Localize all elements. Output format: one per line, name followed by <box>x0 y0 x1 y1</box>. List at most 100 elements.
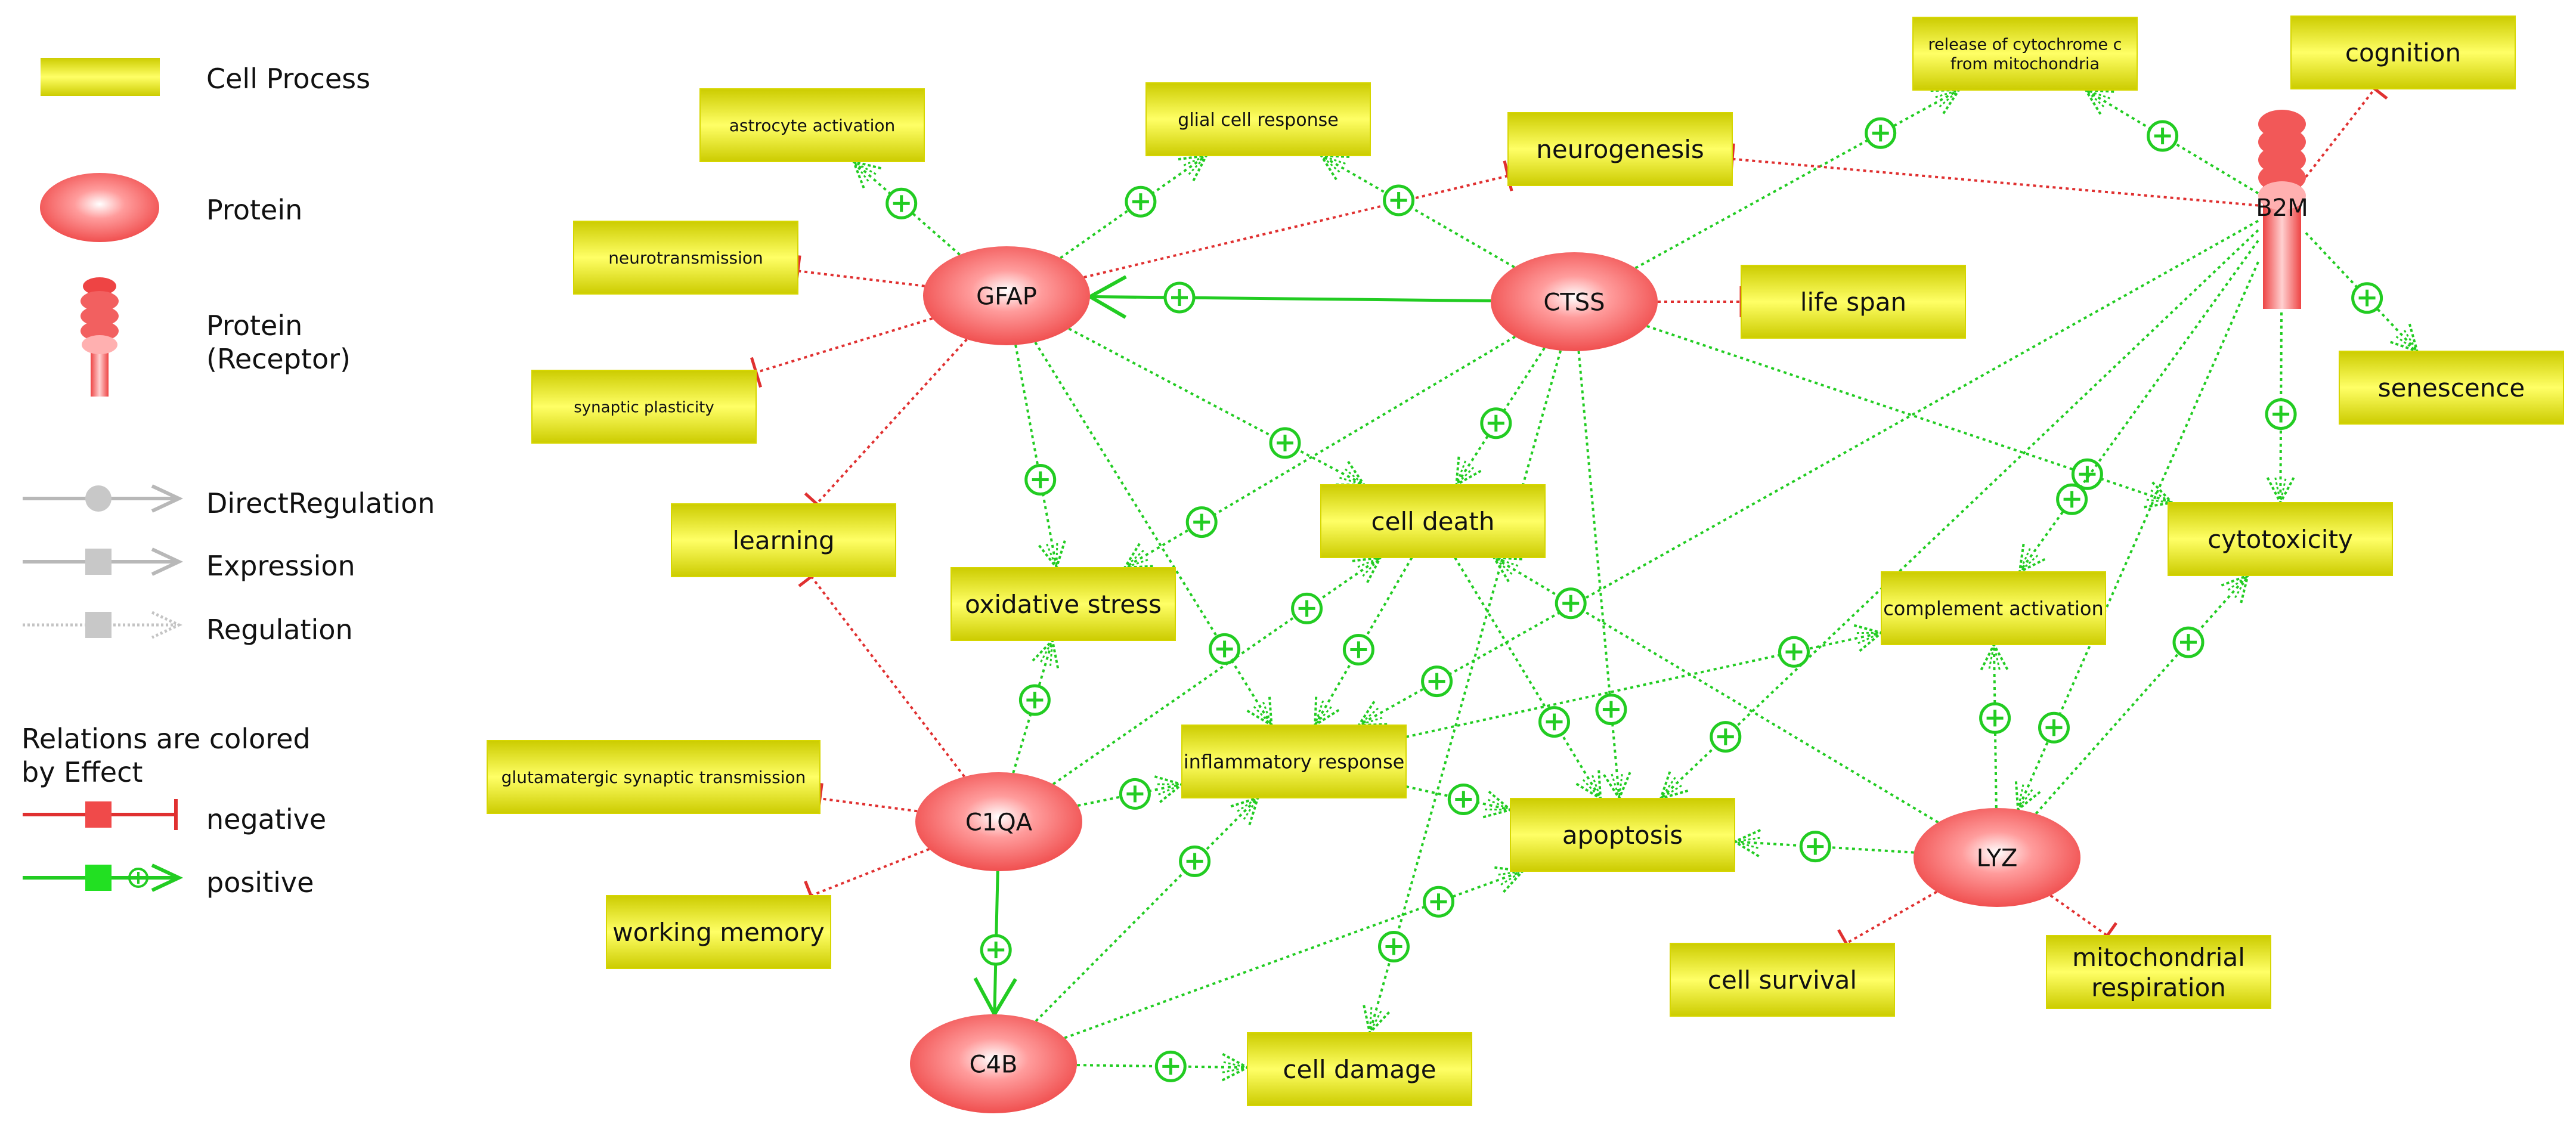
relation-CTSS-cytotox <box>1646 325 2175 509</box>
positive-effect-icon <box>1018 684 1051 716</box>
relation-inflam-complement <box>1405 624 1884 738</box>
cell-process-cellsurv: cell survival <box>1670 943 1895 1017</box>
legend-positive-symbol <box>23 863 184 892</box>
cell-process-neurogenesis: neurogenesis <box>1507 112 1733 186</box>
positive-effect-icon <box>1024 464 1057 496</box>
legend-protein-label: Protein <box>206 194 302 226</box>
cell-process-neurotrans: neurotransmission <box>573 221 798 295</box>
legend-colored-by-line1: Relations are colored <box>21 723 311 755</box>
positive-effect-icon <box>980 934 1012 966</box>
legend-direct-regulation-symbol <box>23 484 184 513</box>
cell-process-senescence: senescence <box>2339 351 2564 425</box>
relation-B2M-senescence <box>2305 232 2419 354</box>
node-label: B2M <box>2256 194 2308 222</box>
node-label: cell survival <box>1708 965 1857 995</box>
relation-B2M-release <box>2083 88 2259 194</box>
relation-LYZ-apoptosis <box>1732 829 1914 863</box>
protein-GFAP: GFAP <box>923 246 1090 345</box>
node-label: glial cell response <box>1178 110 1338 131</box>
positive-effect-icon <box>2038 711 2070 744</box>
node-label: apoptosis <box>1562 821 1683 850</box>
positive-effect-icon <box>1595 694 1627 726</box>
positive-effect-icon <box>1447 784 1479 815</box>
positive-effect-icon <box>1865 117 1897 149</box>
relation-B2M-cognition <box>2305 78 2388 178</box>
relation-C1QA-oxstress <box>1012 637 1060 773</box>
node-label: synaptic plasticity <box>574 398 714 416</box>
relation-CTSS-release <box>1634 88 1961 270</box>
positive-effect-icon <box>1383 184 1415 216</box>
positive-effect-icon <box>1125 185 1157 218</box>
positive-effect-icon <box>1538 706 1570 738</box>
relation-C1QA-glutamatergic <box>816 783 918 815</box>
positive-effect-icon <box>1979 702 2011 734</box>
relation-GFAP-glial <box>1060 154 1209 259</box>
relation-C4B-celldamage <box>1076 1050 1250 1082</box>
relation-inflam-apoptosis <box>1405 784 1513 819</box>
legend-receptor-label-line1: Protein <box>206 309 302 342</box>
relation-C1QA-C4B <box>973 871 1017 1018</box>
legend-regulation-symbol <box>23 611 182 639</box>
positive-effect-icon <box>2351 282 2383 314</box>
positive-effect-icon <box>1480 407 1512 439</box>
cell-process-cognition: cognition <box>2290 16 2516 89</box>
positive-effect-icon <box>1378 931 1410 962</box>
legend-cell-process-swatch <box>41 58 160 96</box>
legend-expression-symbol <box>23 547 184 576</box>
node-label: from mitochondria <box>1950 55 2100 73</box>
relation-CTSS-celldeath <box>1454 347 1546 487</box>
relation-LYZ-complement <box>1979 642 2011 809</box>
node-label: cognition <box>2345 38 2461 67</box>
legend-regulation-label: Regulation <box>206 614 353 646</box>
positive-effect-icon <box>1778 636 1810 668</box>
relation-B2M-cytotox <box>2265 305 2297 506</box>
positive-effect-icon <box>1342 634 1374 665</box>
relation-GFAP-learning <box>804 338 968 516</box>
node-label: cell death <box>1371 507 1495 536</box>
relation-C4B-apoptosis <box>1064 866 1525 1039</box>
node-label: C1QA <box>965 809 1033 836</box>
cell-process-inflam: inflammatory response <box>1181 725 1407 798</box>
relation-GFAP-neurotrans <box>794 255 925 287</box>
node-label: cytotoxicity <box>2207 525 2353 554</box>
positive-effect-icon <box>1179 845 1211 877</box>
legend-expression-label: Expression <box>206 550 355 582</box>
node-label: GFAP <box>976 283 1037 310</box>
positive-effect-icon <box>1555 587 1587 620</box>
positive-effect-icon <box>1119 778 1151 810</box>
positive-effect-icon <box>886 187 918 219</box>
positive-effect-icon <box>1209 633 1241 665</box>
relation-GFAP-celldeath <box>1068 327 1367 487</box>
node-label: life span <box>1800 287 1906 317</box>
legend-protein-swatch <box>40 173 159 242</box>
cell-process-celldamage: cell damage <box>1247 1032 1472 1106</box>
legend-negative-symbol <box>23 799 178 830</box>
protein-C1QA: C1QA <box>915 772 1082 871</box>
legend: Cell Process Protein Protein (Receptor) … <box>21 58 435 899</box>
relation-CTSS-glial <box>1318 154 1515 268</box>
node-label: CTSS <box>1543 289 1605 316</box>
node-label: cell damage <box>1283 1055 1436 1084</box>
node-label: working memory <box>612 918 824 947</box>
relation-GFAP-astro <box>852 160 961 256</box>
node-label: complement activation <box>1883 597 2104 620</box>
relation-B2M-neurogenesis <box>1729 143 2259 207</box>
positive-effect-icon <box>1291 592 1323 624</box>
node-label: astrocyte activation <box>729 116 896 135</box>
cell-process-workmem: working memory <box>606 895 831 969</box>
legend-direct-regulation-label: DirectRegulation <box>206 487 435 519</box>
relation-C1QA-learning <box>798 566 965 778</box>
node-label: neurotransmission <box>608 248 763 268</box>
positive-effect-icon <box>1421 665 1453 698</box>
relation-GFAP-synaptic <box>750 317 933 388</box>
positive-effect-icon <box>1154 1050 1187 1082</box>
node-label: C4B <box>970 1051 1018 1078</box>
relation-B2M-LYZ <box>2014 261 2259 812</box>
positive-effect-icon <box>2147 120 2179 152</box>
relation-CTSS-GFAP <box>1086 275 1491 319</box>
node-label: inflammatory response <box>1184 751 1405 773</box>
